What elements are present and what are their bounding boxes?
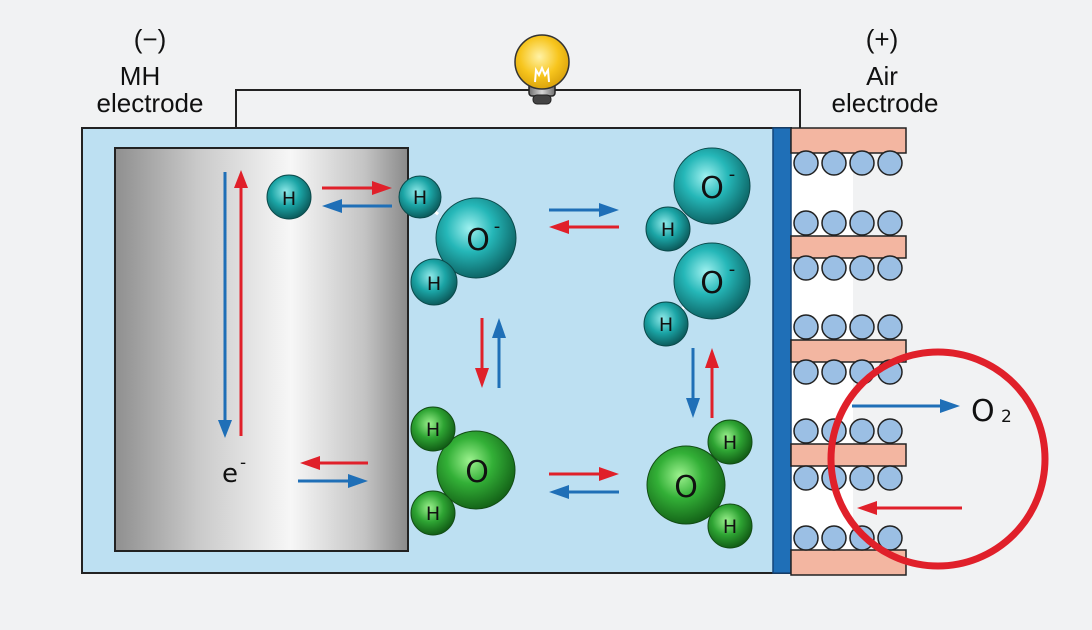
- hydroxide-ion-lower: O - H: [643, 242, 751, 347]
- hydrogen-label: H: [426, 503, 440, 525]
- highlight-circle: [827, 348, 1049, 570]
- oxygen-label: O: [700, 266, 724, 301]
- oxygen-exchange-arrows: [852, 399, 962, 515]
- hydrogen-label: H: [661, 219, 675, 241]
- hydrogen-label: H: [282, 188, 296, 210]
- hydroxide-with-hydrogen: O - H H: [398, 175, 517, 306]
- air-electrode-label-line1: Air: [866, 61, 898, 91]
- oxygen-label: O: [466, 223, 490, 258]
- electron-flow-arrows: [218, 170, 248, 438]
- oxygen-gas-subscript: 2: [1001, 407, 1012, 427]
- electron-charge: -: [240, 453, 246, 473]
- light-bulb-icon: [514, 34, 570, 105]
- oxygen-label: O: [700, 171, 724, 206]
- positive-terminal-sign: (+): [865, 24, 899, 54]
- oxygen-charge: -: [729, 259, 736, 280]
- middle-bottom-arrows: [549, 467, 619, 499]
- water-molecule-right: O H H: [646, 419, 753, 549]
- oxygen-label: O: [674, 470, 698, 505]
- mh-electrode-label-line1: MH: [119, 61, 161, 91]
- oxygen-charge: -: [729, 164, 736, 185]
- separator: [772, 127, 792, 574]
- hydrogen-label: H: [723, 432, 737, 454]
- hydroxide-ion-upper: O - H: [645, 147, 751, 252]
- electron-exchange-arrows: [298, 456, 368, 488]
- hydrogen-atom-free: H: [266, 174, 312, 220]
- water-molecule-left: O H H: [410, 406, 516, 536]
- air-electrode-label-line2: electrode: [831, 88, 939, 118]
- hydrogen-label: H: [723, 516, 737, 538]
- oxygen-label: O: [465, 455, 489, 490]
- mh-electrode: [114, 147, 409, 552]
- middle-top-arrows: [549, 203, 619, 234]
- oxygen-gas-label: O: [971, 394, 995, 429]
- negative-terminal-sign: (−): [133, 24, 167, 54]
- right-vertical-arrows: [686, 348, 719, 418]
- hydrogen-label: H: [426, 419, 440, 441]
- oxygen-charge: -: [494, 216, 501, 237]
- hydrogen-transfer-arrows: [322, 181, 392, 213]
- circuit-wire: [235, 89, 801, 148]
- hydrogen-label: H: [413, 187, 427, 209]
- hydrogen-label: H: [427, 273, 441, 295]
- electron-label: e: [222, 459, 238, 489]
- hydrogen-label: H: [659, 314, 673, 336]
- mh-electrode-label-line2: electrode: [96, 88, 204, 118]
- left-vertical-arrows: [475, 318, 506, 388]
